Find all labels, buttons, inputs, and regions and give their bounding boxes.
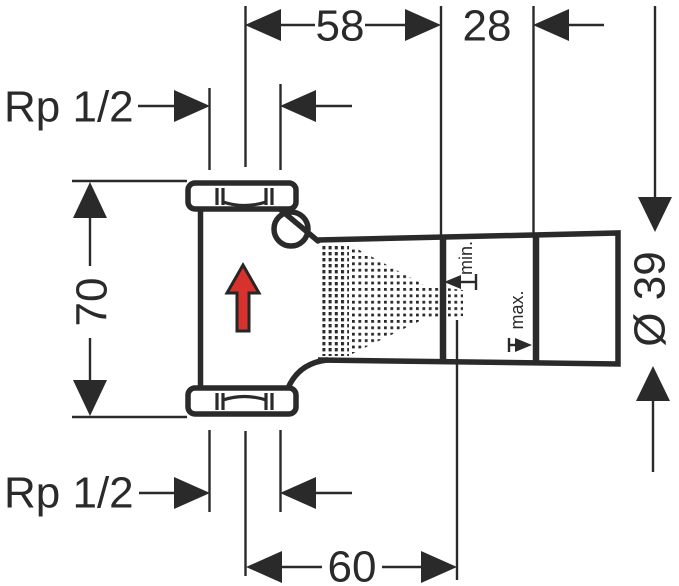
arrowhead-up-icon xyxy=(636,366,670,401)
arrowhead-left-icon xyxy=(533,9,569,41)
valve-body xyxy=(185,180,621,417)
arrowhead-left-icon xyxy=(280,90,316,122)
thread-top-label: Rp 1/2 xyxy=(4,83,134,132)
arrowhead-right-icon xyxy=(174,90,210,122)
stipple-cone xyxy=(350,245,428,355)
dimension-58: 58 xyxy=(244,2,443,236)
dim-60-label: 60 xyxy=(328,543,377,586)
arrowhead-up-icon xyxy=(73,182,107,218)
arrowhead-left-icon xyxy=(280,477,316,509)
arrowhead-left-icon xyxy=(245,9,281,41)
dimension-28: 28 xyxy=(463,2,604,234)
hex-nut-bottom xyxy=(185,385,299,417)
dimension-70: 70 xyxy=(68,179,187,419)
depth-min-label: min. xyxy=(456,241,476,275)
cartridge-stipple xyxy=(322,244,463,356)
flow-direction-up-arrow-icon xyxy=(224,261,262,333)
dimension-60: 60 xyxy=(244,320,459,586)
dim-70-label: 70 xyxy=(68,278,117,327)
dim-28-label: 28 xyxy=(463,2,512,51)
nut-outline xyxy=(185,180,299,212)
arrowhead-down-icon xyxy=(638,197,672,232)
arrowhead-down-icon xyxy=(73,380,107,416)
arrowhead-left-icon xyxy=(246,551,282,583)
thread-bottom-label: Rp 1/2 xyxy=(4,469,134,518)
dimension-thread-bottom: Rp 1/2 xyxy=(4,430,352,518)
arrowhead-right-icon xyxy=(405,9,441,41)
dim-diameter-label: Ø 39 xyxy=(626,251,675,346)
dimension-thread-top: Rp 1/2 xyxy=(4,83,352,170)
max-arrowhead-right-icon xyxy=(515,338,532,352)
depth-max-label: max. xyxy=(507,290,527,329)
arrowhead-right-icon xyxy=(421,551,457,583)
nut-crown-arc xyxy=(222,200,267,208)
min-arrowhead-left-icon xyxy=(444,275,461,289)
depth-max-mark: max. xyxy=(507,290,532,352)
nut-outline xyxy=(185,385,299,417)
hex-nut-top xyxy=(185,180,299,212)
depth-min-mark: min. xyxy=(444,241,478,290)
dim-58-label: 58 xyxy=(316,2,365,51)
top-transition-boss xyxy=(271,209,311,249)
nut-crown-arc xyxy=(222,394,267,402)
arrowhead-right-icon xyxy=(174,477,210,509)
stipple-block xyxy=(322,244,349,356)
bottom-transition-edge xyxy=(286,357,330,389)
dimension-diameter-39: Ø 39 xyxy=(626,6,675,472)
